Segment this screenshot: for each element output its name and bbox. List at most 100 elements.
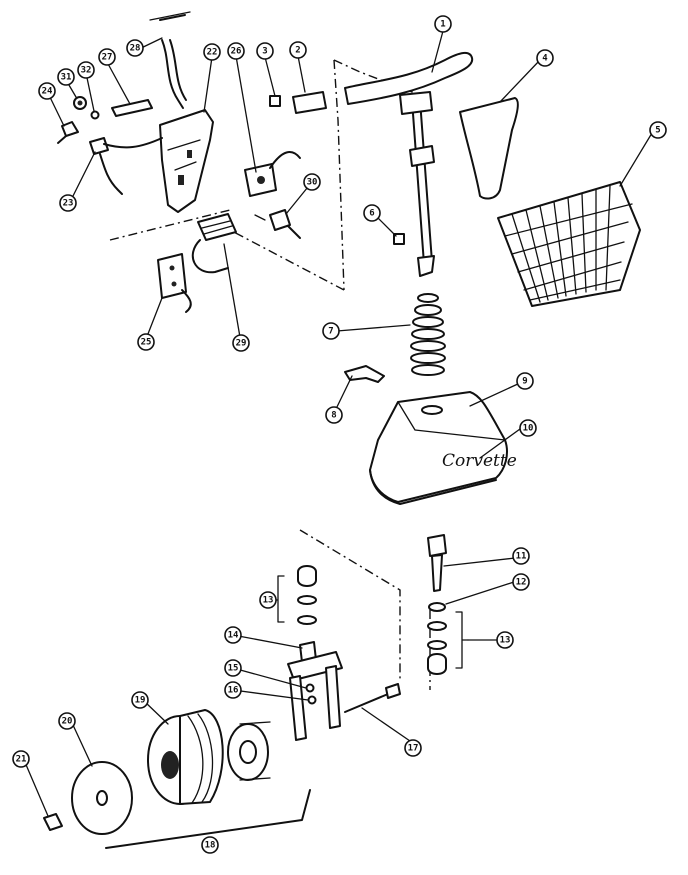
- steering-post: [297, 534, 447, 675]
- callout-circle: [496, 631, 514, 649]
- callout-circle: [434, 15, 452, 33]
- callout-number: 8: [331, 411, 336, 421]
- boot-bellows: [410, 293, 446, 376]
- callout-circle: [58, 712, 76, 730]
- callout-circle: [224, 681, 242, 699]
- callout-number: 29: [236, 339, 247, 349]
- callout-circle: [98, 48, 116, 66]
- callout-circle: [227, 42, 245, 60]
- callout-6: 6: [363, 204, 381, 222]
- callout-1: 1: [434, 15, 452, 33]
- callout-32: 32: [77, 61, 95, 79]
- callout-number: 21: [16, 755, 27, 765]
- callout-10: 10: [519, 419, 537, 437]
- callout-7: 7: [322, 322, 340, 340]
- callout-16: 16: [224, 681, 242, 699]
- callout-number: 1: [440, 20, 445, 30]
- callout-12: 12: [512, 573, 530, 591]
- callout-5: 5: [649, 121, 667, 139]
- callout-25: 25: [137, 333, 155, 351]
- callout-circle: [59, 194, 77, 212]
- callout-number: 27: [102, 53, 113, 63]
- callout-number: 2: [295, 46, 300, 56]
- callout-26: 26: [227, 42, 245, 60]
- brand-script: Corvette: [442, 451, 517, 471]
- callout-number: 18: [205, 841, 216, 851]
- callout-24: 24: [38, 82, 56, 100]
- callout-13: 13: [496, 631, 514, 649]
- callout-18: 18: [201, 836, 219, 854]
- callout-circle: [38, 82, 56, 100]
- callout-20: 20: [58, 712, 76, 730]
- callout-circle: [77, 61, 95, 79]
- callout-circle: [649, 121, 667, 139]
- callout-number: 15: [228, 664, 239, 674]
- callout-14: 14: [224, 626, 242, 644]
- leader-lines: [23, 30, 653, 817]
- callout-31: 31: [57, 68, 75, 86]
- callout-number: 9: [522, 377, 527, 387]
- callout-30: 30: [303, 173, 321, 191]
- callout-number: 22: [207, 48, 218, 58]
- callout-circle: [201, 836, 219, 854]
- callout-circle: [322, 322, 340, 340]
- callout-number: 16: [228, 686, 239, 696]
- callout-number: 4: [542, 54, 548, 64]
- callout-circle: [131, 691, 149, 709]
- callout-11: 11: [512, 547, 530, 565]
- callout-number: 12: [516, 578, 527, 588]
- callout-circle: [12, 750, 30, 768]
- callout-circle: [57, 68, 75, 86]
- callout-number: 14: [228, 631, 239, 641]
- callout-8: 8: [325, 406, 343, 424]
- callout-circle: [404, 739, 422, 757]
- callout-labels: 1234567891011121313141516171819202122232…: [12, 15, 667, 854]
- callout-number: 25: [141, 338, 152, 348]
- callout-15: 15: [224, 659, 242, 677]
- callout-circle: [512, 547, 530, 565]
- callout-circle: [289, 41, 307, 59]
- callout-number: 6: [369, 209, 374, 219]
- callout-2: 2: [289, 41, 307, 59]
- callout-circle: [137, 333, 155, 351]
- control-console-assembly: [57, 11, 301, 313]
- callout-number: 28: [130, 44, 141, 54]
- tiller-assembly: [269, 52, 474, 383]
- callout-21: 21: [12, 750, 30, 768]
- callout-circle: [224, 659, 242, 677]
- callout-19: 19: [131, 691, 149, 709]
- callout-number: 13: [500, 636, 511, 646]
- callout-3: 3: [256, 42, 274, 60]
- callout-circle: [536, 49, 554, 67]
- callout-9: 9: [516, 372, 534, 390]
- callout-number: 13: [263, 596, 274, 606]
- callout-circle: [259, 591, 277, 609]
- callout-number: 11: [516, 552, 527, 562]
- callout-circle: [512, 573, 530, 591]
- front-pad: [459, 97, 519, 200]
- callout-17: 17: [404, 739, 422, 757]
- callout-circle: [232, 334, 250, 352]
- callout-27: 27: [98, 48, 116, 66]
- callout-circle: [303, 173, 321, 191]
- callout-number: 32: [81, 66, 92, 76]
- basket: [497, 181, 641, 307]
- callout-circle: [224, 626, 242, 644]
- callout-circle: [325, 406, 343, 424]
- callout-circle: [519, 419, 537, 437]
- callout-28: 28: [126, 39, 144, 57]
- front-shroud: Corvette: [369, 391, 517, 505]
- callout-circle: [203, 43, 221, 61]
- callout-number: 3: [262, 47, 267, 57]
- callout-number: 19: [135, 696, 146, 706]
- callout-23: 23: [59, 194, 77, 212]
- callout-number: 20: [62, 717, 73, 727]
- callout-number: 26: [231, 47, 242, 57]
- wheel-assembly: [43, 709, 311, 849]
- callout-number: 23: [63, 199, 74, 209]
- callout-number: 24: [42, 87, 53, 97]
- callout-22: 22: [203, 43, 221, 61]
- callout-number: 30: [307, 178, 318, 188]
- callout-circle: [126, 39, 144, 57]
